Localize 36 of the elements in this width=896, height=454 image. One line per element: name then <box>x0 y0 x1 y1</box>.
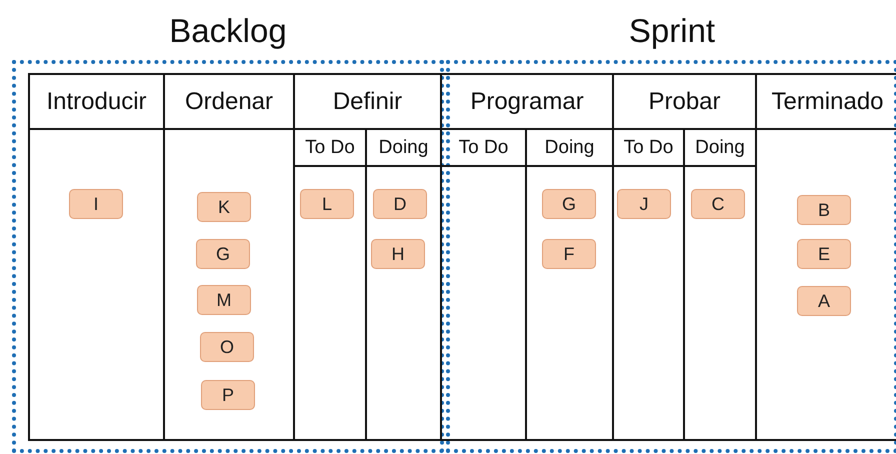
column-header: Ordenar <box>165 75 293 130</box>
task-card: I <box>69 189 123 219</box>
task-card: L <box>300 189 354 219</box>
task-card: F <box>542 239 596 269</box>
group-title: Sprint <box>628 12 716 50</box>
task-card: B <box>797 195 851 225</box>
column-header: Definir <box>295 75 440 130</box>
column-header: Introducir <box>30 75 163 130</box>
column-header: To Do <box>614 130 683 167</box>
task-card: K <box>197 192 251 222</box>
board-column <box>163 73 295 441</box>
column-header: To Do <box>295 130 365 167</box>
column-header: Doing <box>367 130 440 167</box>
task-card: J <box>617 189 671 219</box>
column-header: Programar <box>442 75 612 130</box>
board-column <box>293 73 442 441</box>
task-card: C <box>691 189 745 219</box>
column-header: To Do <box>442 130 525 167</box>
task-card: E <box>797 239 851 269</box>
group-title: Backlog <box>168 12 288 50</box>
task-card: D <box>373 189 427 219</box>
column-header: Doing <box>527 130 612 167</box>
task-card: P <box>201 380 255 410</box>
board-column <box>28 73 165 441</box>
board-column <box>755 73 896 441</box>
board-column <box>440 73 614 441</box>
task-card: M <box>197 285 251 315</box>
board-column <box>612 73 757 441</box>
task-card: A <box>797 286 851 316</box>
column-header: Doing <box>685 130 755 167</box>
task-card: G <box>542 189 596 219</box>
task-card: H <box>371 239 425 269</box>
column-header: Probar <box>614 75 755 130</box>
task-card: O <box>200 332 254 362</box>
task-card: G <box>196 239 250 269</box>
column-header: Terminado <box>757 75 896 130</box>
